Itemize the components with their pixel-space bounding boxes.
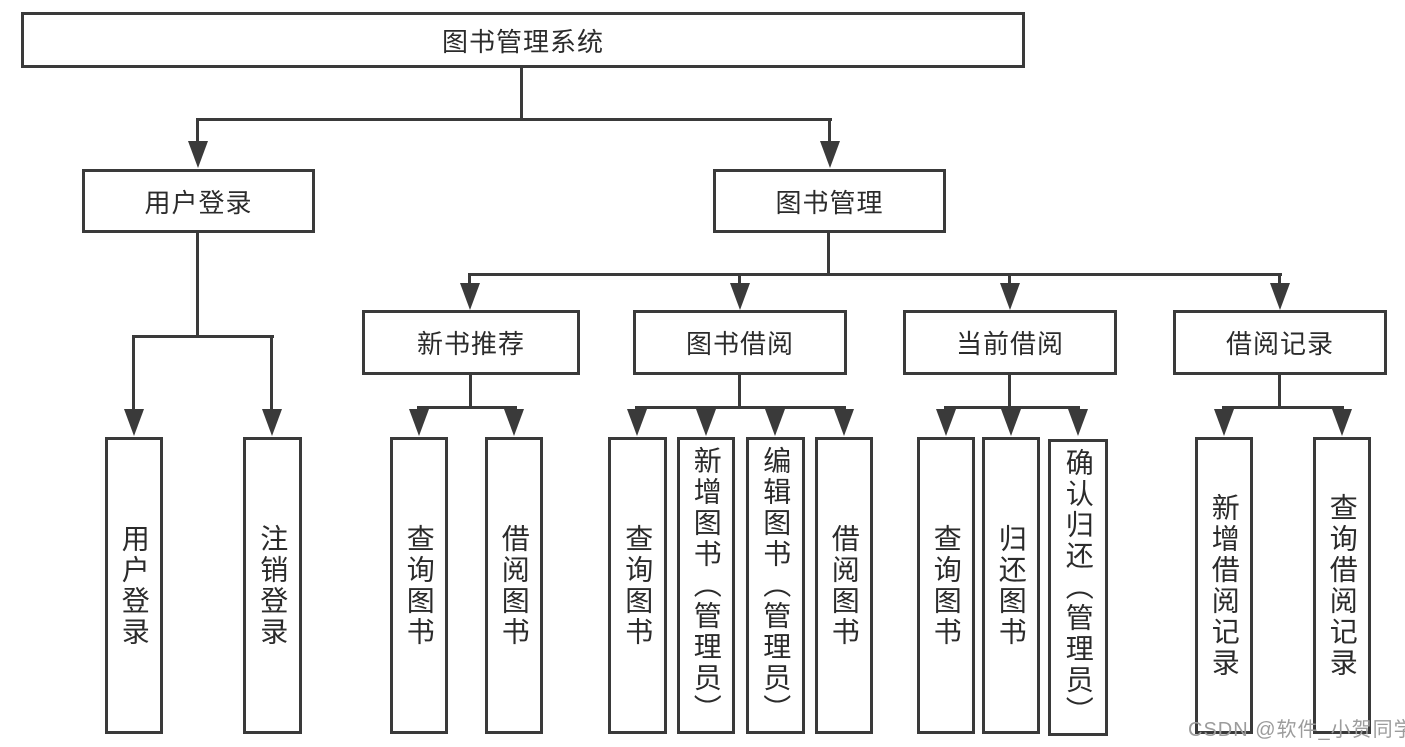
connector-line	[1222, 406, 1344, 409]
arrow-down-icon	[124, 409, 144, 436]
arrow-down-icon	[504, 409, 524, 436]
leaf-label: 新增借阅记录	[1208, 492, 1240, 679]
arrow-down-icon	[460, 283, 480, 310]
connector-line	[417, 406, 517, 409]
leaf-label: 查询图书	[930, 523, 962, 648]
leaf-query-books-recommend: 查询图书	[390, 437, 448, 734]
arrow-down-icon	[1001, 409, 1021, 436]
arrow-down-icon	[262, 409, 282, 436]
leaf-query-borrow-record: 查询借阅记录	[1313, 437, 1371, 734]
leaf-label: 查询图书	[622, 523, 654, 648]
connector-line	[468, 273, 1282, 276]
leaf-user-login: 用户登录	[105, 437, 163, 734]
leaf-label: 归还图书	[995, 523, 1027, 648]
connector-line	[132, 335, 135, 409]
arrow-down-icon	[730, 283, 750, 310]
connector-line	[196, 118, 199, 142]
arrow-down-icon	[1214, 409, 1234, 436]
leaf-label: 用户登录	[118, 523, 150, 648]
connector-line	[635, 406, 846, 409]
leaf-label: 查询图书	[403, 523, 435, 648]
arrow-down-icon	[627, 409, 647, 436]
leaf-logout: 注销登录	[243, 437, 302, 734]
arrow-down-icon	[188, 141, 208, 168]
leaf-label: 注销登录	[257, 523, 289, 648]
connector-line	[738, 273, 741, 285]
node-book-management: 图书管理	[713, 169, 946, 233]
connector-line	[270, 335, 273, 409]
arrow-down-icon	[1068, 409, 1088, 436]
connector-line	[196, 118, 832, 121]
arrow-down-icon	[696, 409, 716, 436]
leaf-borrow-books-recommend: 借阅图书	[485, 437, 543, 734]
leaf-edit-book-admin: 编辑图书（管理员）	[746, 437, 805, 734]
arrow-down-icon	[409, 409, 429, 436]
leaf-borrow-books-borrow: 借阅图书	[815, 437, 873, 734]
node-borrowing-records: 借阅记录	[1173, 310, 1387, 375]
connector-line	[469, 375, 472, 406]
leaf-query-books-current: 查询图书	[917, 437, 975, 734]
leaf-label: 编辑图书（管理员）	[760, 446, 792, 725]
leaf-label: 借阅图书	[828, 523, 860, 648]
node-current-borrowing: 当前借阅	[903, 310, 1117, 375]
leaf-add-borrow-record: 新增借阅记录	[1195, 437, 1253, 734]
leaf-query-books-borrow: 查询图书	[608, 437, 667, 734]
node-user-login: 用户登录	[82, 169, 315, 233]
arrow-down-icon	[820, 141, 840, 168]
leaf-confirm-return-admin: 确认归还（管理员）	[1048, 439, 1108, 736]
arrow-down-icon	[936, 409, 956, 436]
connector-line	[1008, 273, 1011, 285]
leaf-label: 新增图书（管理员）	[690, 446, 722, 725]
watermark: CSDN @软件_小贺同学	[1188, 719, 1405, 741]
connector-line	[196, 233, 199, 335]
connector-line	[738, 375, 741, 406]
leaf-label: 查询借阅记录	[1326, 492, 1358, 679]
connector-line	[1278, 273, 1281, 285]
connector-line	[827, 233, 830, 273]
arrow-down-icon	[834, 409, 854, 436]
node-book-borrowing: 图书借阅	[633, 310, 847, 375]
connector-line	[132, 335, 274, 338]
arrow-down-icon	[1000, 283, 1020, 310]
leaf-add-book-admin: 新增图书（管理员）	[677, 437, 735, 734]
connector-line	[944, 406, 1080, 409]
node-new-book-recommendation: 新书推荐	[362, 310, 580, 375]
leaf-label: 借阅图书	[498, 523, 530, 648]
arrow-down-icon	[765, 409, 785, 436]
node-library-management-system: 图书管理系统	[21, 12, 1025, 68]
leaf-return-books: 归还图书	[982, 437, 1040, 734]
connector-line	[828, 118, 831, 142]
connector-line	[468, 273, 471, 285]
connector-line	[1278, 375, 1281, 406]
arrow-down-icon	[1270, 283, 1290, 310]
connector-line	[520, 68, 523, 118]
arrow-down-icon	[1332, 409, 1352, 436]
leaf-label: 确认归还（管理员）	[1062, 448, 1094, 727]
connector-line	[1008, 375, 1011, 406]
